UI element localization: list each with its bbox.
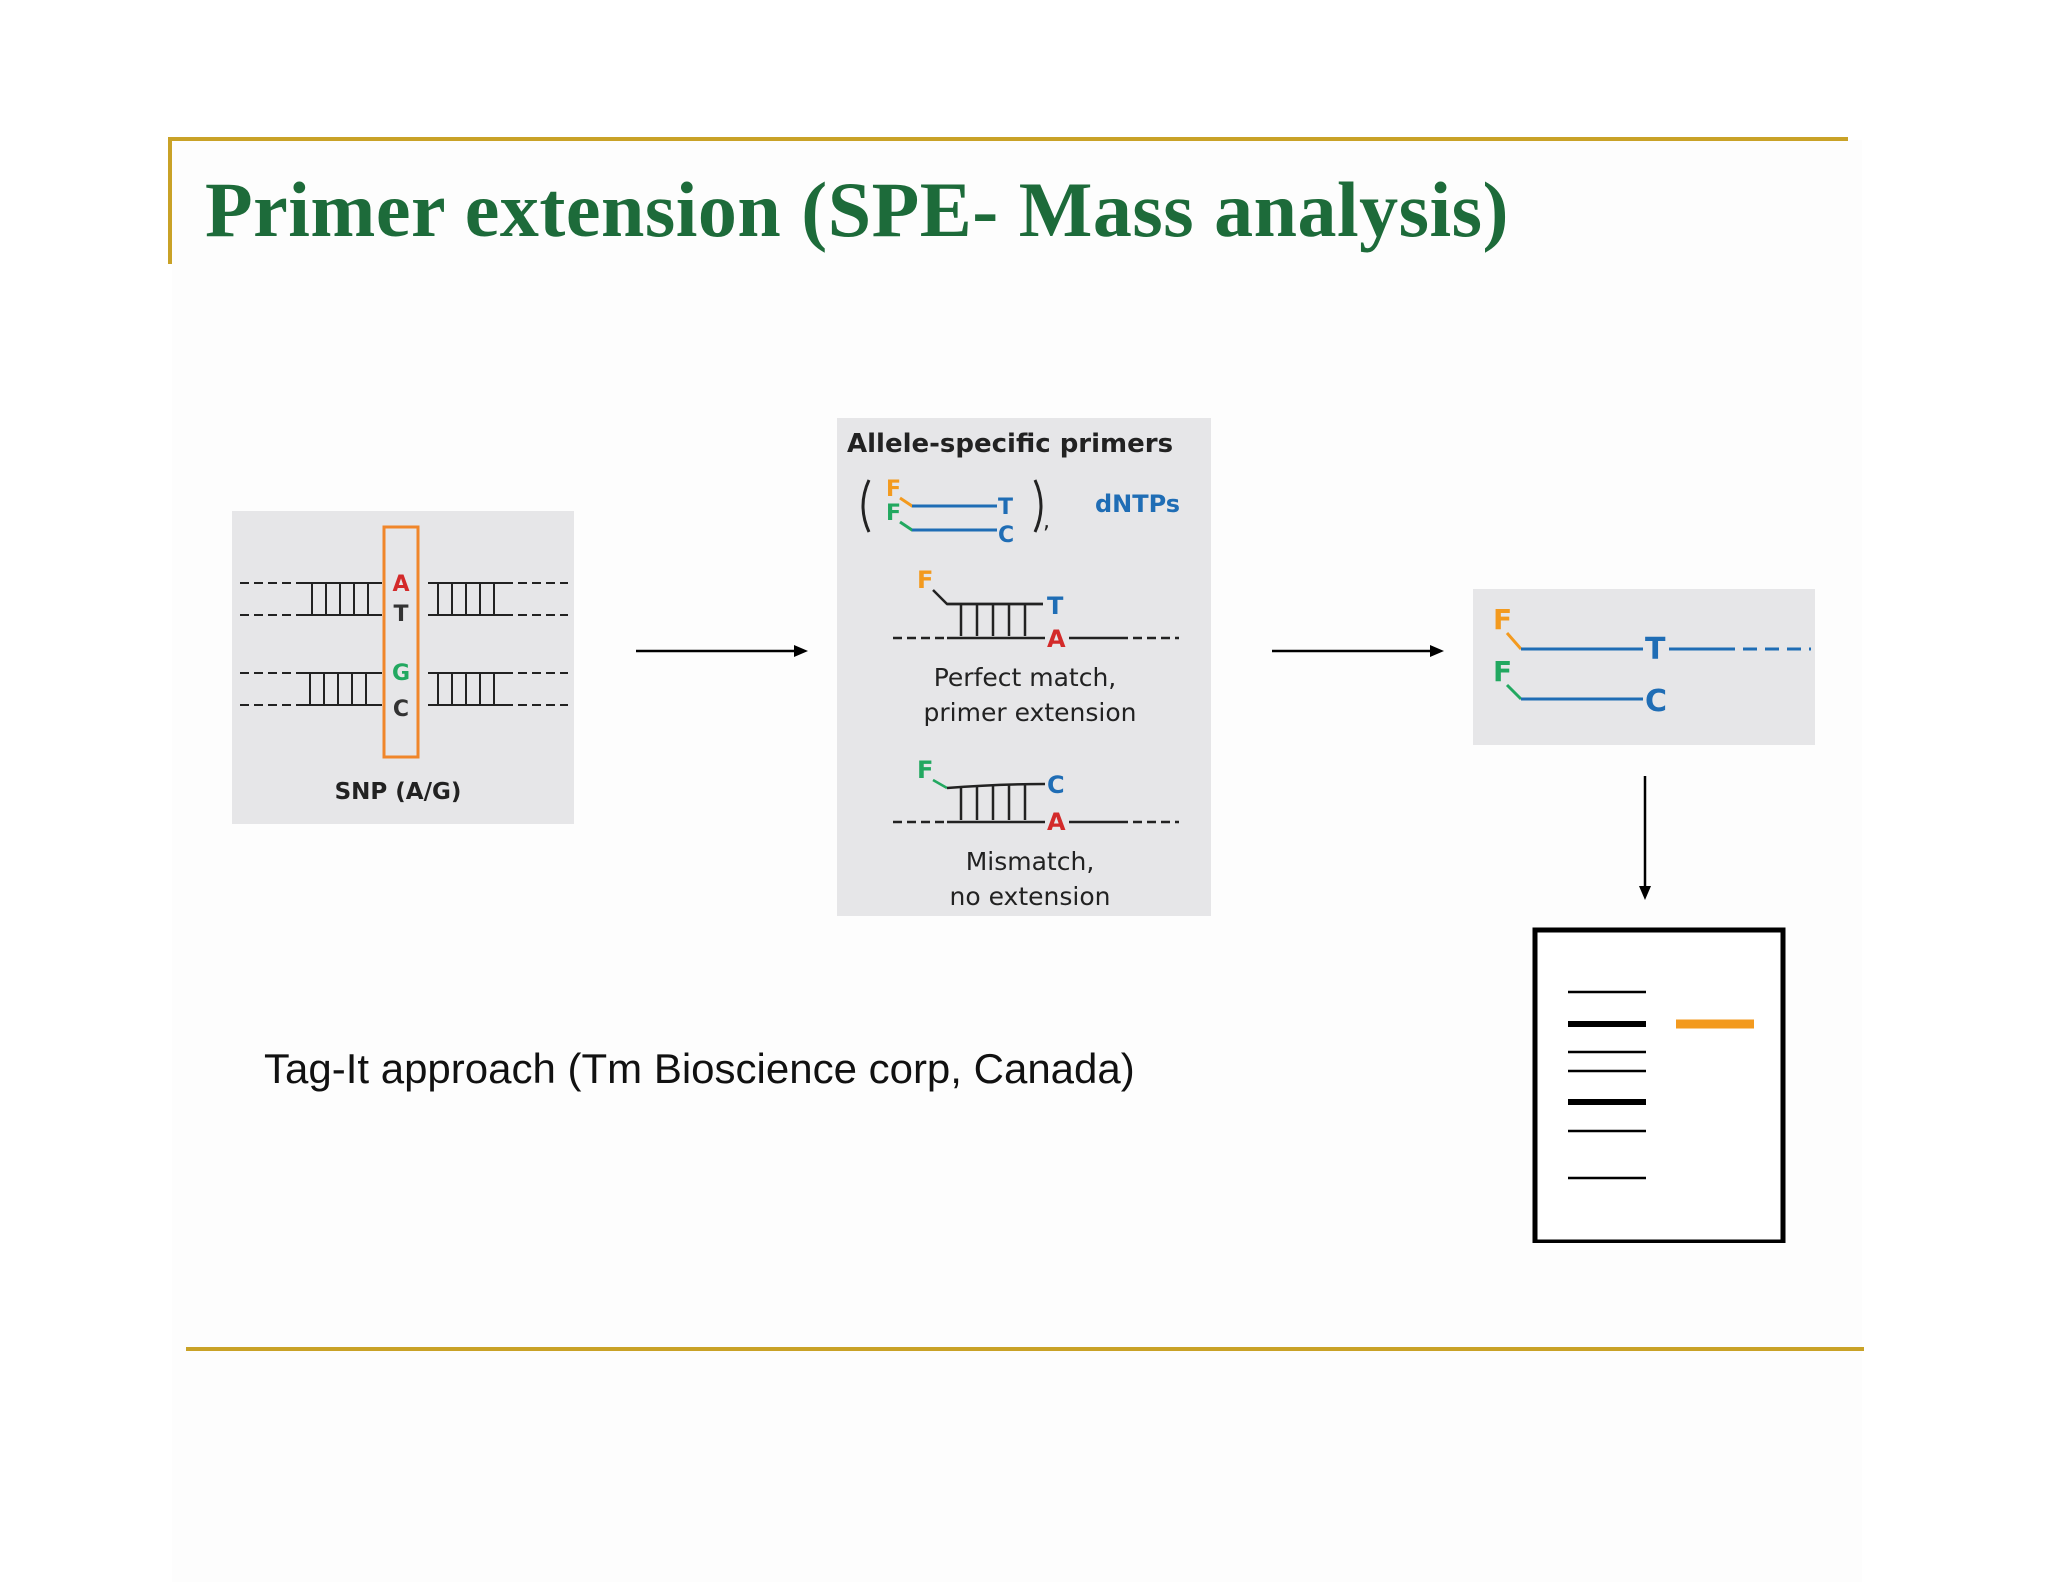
match-tag: F [917,566,933,594]
array-readout [1532,927,1786,1243]
match-template-a: A [1047,625,1066,653]
title-rule-top [168,137,1848,141]
caption-text: Tag-It approach (Tm Bioscience corp, Can… [264,1045,1135,1092]
product-tag-2: F [1493,655,1512,688]
mismatch-tag: F [917,756,933,784]
dntps-label: dNTPs [1095,490,1180,518]
title-rule-left [168,137,172,264]
bracket-left [861,479,871,533]
bracket-right [1033,479,1043,533]
snp-highlight-box [382,525,420,759]
primers-diagram: Allele-specific primers , F F T C dNTPs … [847,429,1180,911]
snp-base-g: G [392,661,410,686]
arrow-to-primers [636,645,808,657]
product-tag-1: F [1493,603,1512,636]
bottom-rule [186,1347,1864,1351]
primer-end-c: C [998,523,1014,548]
snp-diagram: A T G C SNP (A/G) [240,525,568,805]
snp-label: SNP (A/G) [335,779,462,805]
snp-base-c: C [393,697,409,722]
match-label-1: Perfect match, [934,663,1117,692]
snp-base-a: A [392,572,409,597]
primer-tag-1: F [886,477,901,502]
product-end-t: T [1645,632,1666,667]
mismatch-label-2: no extension [950,882,1111,911]
mismatch-end-c: C [1047,771,1065,799]
snp-base-t: T [393,602,408,627]
primers-heading: Allele-specific primers [847,429,1173,459]
primer-end-t: T [998,495,1013,520]
slide-title: Primer extension (SPE- Mass analysis) [205,166,1509,253]
primer-tag-2: F [886,501,901,526]
primers-panel: Allele-specific primers , F F T C dNTPs … [837,418,1211,916]
mismatch-label-1: Mismatch, [966,847,1095,876]
product-panel: F T F C [1473,589,1815,745]
product-diagram: F T F C [1493,603,1811,719]
svg-text:,: , [1043,509,1050,534]
arrow-to-array [1639,776,1651,900]
match-end-t: T [1047,592,1064,620]
arrow-to-product [1272,645,1444,657]
match-label-2: primer extension [924,698,1137,727]
product-end-c: C [1645,684,1667,719]
mismatch-template-a: A [1047,808,1066,836]
snp-panel: A T G C SNP (A/G) [232,511,574,824]
